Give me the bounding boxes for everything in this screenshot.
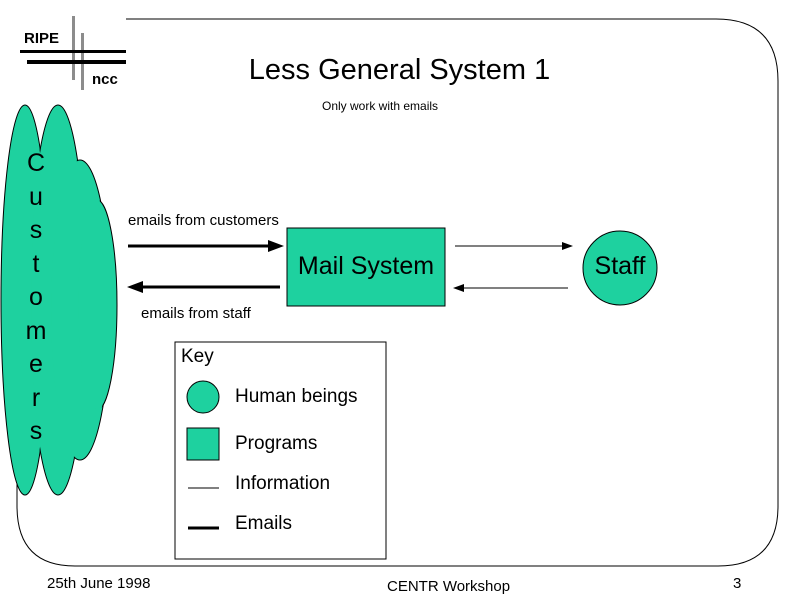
key-emails-label: Emails bbox=[235, 513, 293, 534]
slide-subtitle: Only work with emails bbox=[322, 99, 439, 113]
customers-letter: o bbox=[29, 283, 43, 311]
information-to-staff-arrow bbox=[455, 242, 573, 250]
customers-letter: r bbox=[31, 383, 41, 412]
key-human-label: Human beings bbox=[235, 386, 358, 407]
emails-from-staff-arrow bbox=[127, 281, 280, 293]
key-human-icon bbox=[186, 380, 220, 414]
ripe-ncc-logo bbox=[20, 16, 126, 90]
staff-circle bbox=[582, 230, 658, 306]
key-information-label: Information bbox=[235, 473, 331, 494]
emails-from-customers-arrow bbox=[128, 240, 284, 252]
logo-top-text: RIPE bbox=[24, 30, 60, 47]
mail-system-box bbox=[286, 227, 446, 307]
customers-cloud-fill bbox=[2, 106, 116, 494]
information-from-staff-arrow bbox=[453, 284, 568, 292]
footer-date: 25th June 1998 bbox=[47, 575, 151, 592]
customers-letter: e bbox=[29, 350, 43, 378]
mail-system-label: Mail System bbox=[297, 252, 435, 280]
customers-letter: C bbox=[26, 149, 46, 177]
footer-page-number: 3 bbox=[733, 575, 742, 592]
customers-label: C u s t o m e r s bbox=[22, 147, 50, 449]
slide-frame bbox=[16, 18, 779, 567]
customers-letter: s bbox=[29, 216, 43, 244]
customers-letter: m bbox=[25, 316, 47, 345]
emails-from-customers-label: emails from customers bbox=[128, 212, 279, 229]
customers-letter: u bbox=[29, 182, 43, 211]
customers-letter: s bbox=[29, 417, 43, 445]
customers-letter: t bbox=[32, 249, 40, 278]
footer-event: CENTR Workshop bbox=[387, 578, 511, 595]
slide-title: Less General System 1 bbox=[248, 54, 551, 86]
key-program-icon bbox=[186, 427, 220, 461]
logo-bottom-text: ncc bbox=[92, 71, 118, 88]
emails-from-staff-label: emails from staff bbox=[141, 305, 251, 322]
key-title: Key bbox=[181, 346, 214, 367]
staff-label: Staff bbox=[594, 252, 646, 280]
key-programs-label: Programs bbox=[235, 433, 318, 454]
